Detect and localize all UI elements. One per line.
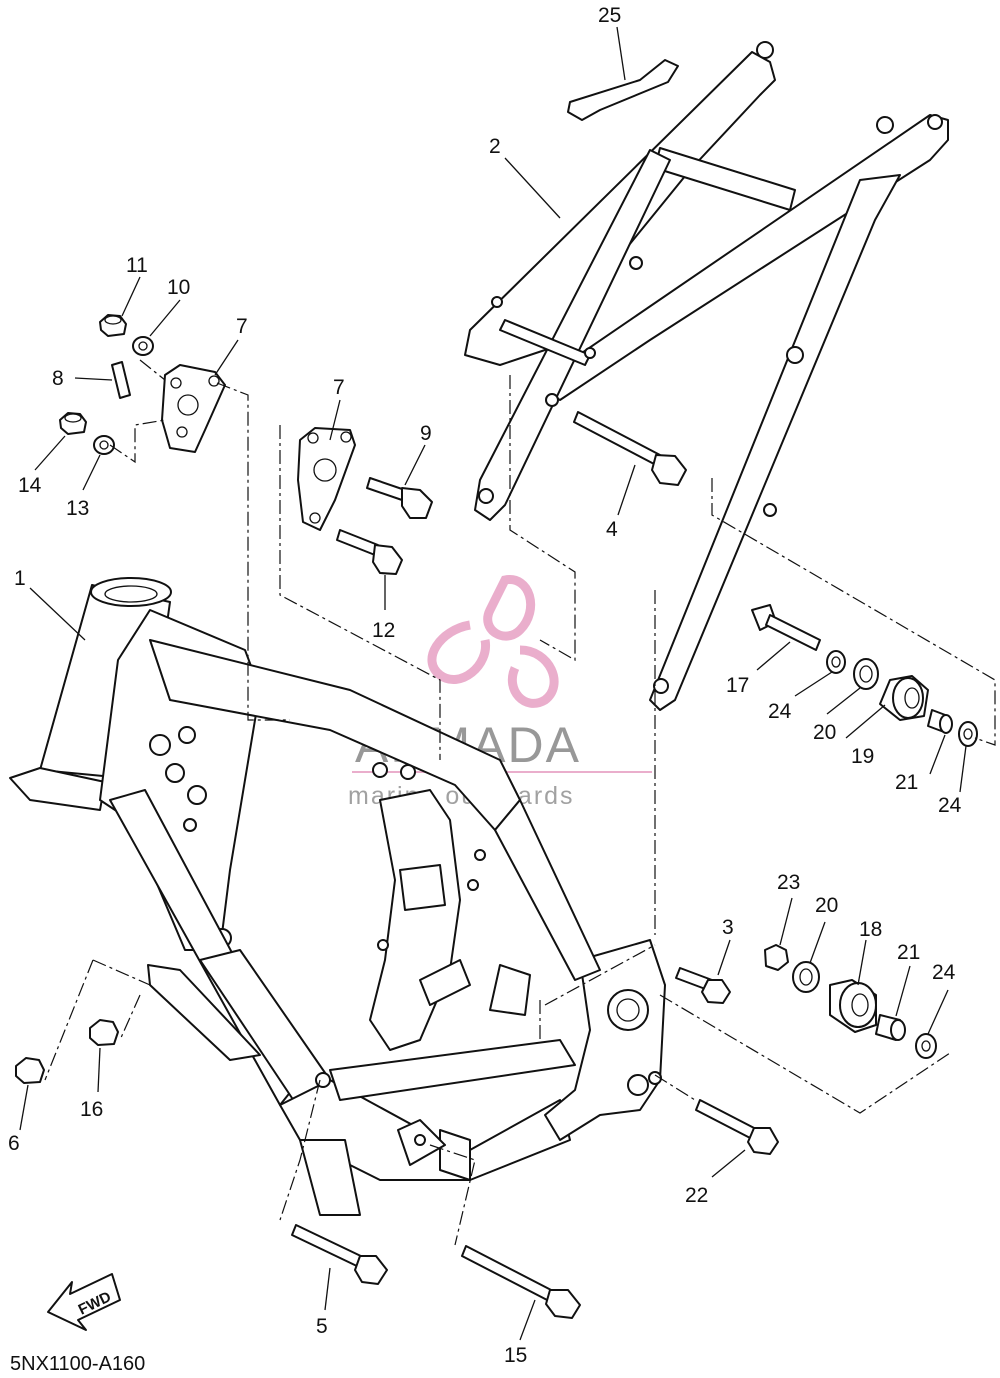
callout-16: 16 bbox=[80, 1098, 103, 1121]
callout-7-center: 7 bbox=[333, 376, 345, 399]
callout-21-lower: 21 bbox=[897, 941, 920, 964]
callout-10: 10 bbox=[167, 276, 190, 299]
callout-1: 1 bbox=[14, 567, 26, 590]
watermark-logo-icon bbox=[427, 575, 559, 708]
part-24-washer-lower bbox=[915, 1033, 937, 1059]
diagram-code: 5NX1100-A160 bbox=[10, 1353, 145, 1375]
callout-18: 18 bbox=[859, 918, 882, 941]
centerlines bbox=[44, 359, 996, 1246]
callout-8: 8 bbox=[52, 367, 64, 390]
callout-24-lower: 24 bbox=[932, 961, 956, 984]
callout-17: 17 bbox=[726, 674, 749, 697]
part-19-collar bbox=[879, 675, 929, 721]
callout-5: 5 bbox=[316, 1315, 328, 1338]
callout-11: 11 bbox=[126, 254, 148, 277]
part-9-bolt bbox=[366, 477, 433, 519]
part-24-washer-upper bbox=[826, 650, 846, 674]
part-20-bushing-upper bbox=[853, 658, 879, 690]
callout-15: 15 bbox=[504, 1344, 527, 1367]
part-15-bolt bbox=[461, 1245, 581, 1319]
callout-25: 25 bbox=[598, 4, 621, 27]
part-4-bolt bbox=[573, 411, 687, 486]
part-3-bolt bbox=[675, 967, 731, 1004]
part-7-left-bracket bbox=[161, 364, 226, 453]
part-12-bolt bbox=[336, 529, 403, 575]
callout-4: 4 bbox=[606, 518, 618, 541]
part-7-center-bracket bbox=[297, 427, 356, 531]
callout-19: 19 bbox=[851, 745, 874, 768]
callout-labels: 1 2 3 4 5 6 7 7 8 9 10 11 12 13 14 15 16… bbox=[8, 4, 962, 1367]
callout-24-upper: 24 bbox=[768, 700, 792, 723]
callout-14: 14 bbox=[18, 474, 42, 497]
part-17-bolt bbox=[751, 604, 821, 651]
callout-24-right: 24 bbox=[938, 794, 962, 817]
callout-20-lower: 20 bbox=[815, 894, 838, 917]
part-6-nut bbox=[15, 1057, 45, 1084]
callout-20-upper: 20 bbox=[813, 721, 836, 744]
callout-22: 22 bbox=[685, 1184, 708, 1207]
part-13-washer bbox=[93, 435, 115, 455]
part-14-nut bbox=[59, 412, 87, 435]
callout-2: 2 bbox=[489, 135, 501, 158]
part-18-collar bbox=[829, 979, 877, 1033]
part-21-spacer-lower bbox=[875, 1014, 906, 1041]
leader-lines bbox=[19, 26, 967, 1341]
part-10-washer bbox=[132, 336, 154, 356]
callout-23: 23 bbox=[777, 871, 800, 894]
callout-3: 3 bbox=[722, 916, 734, 939]
fwd-arrow-icon: FWD bbox=[47, 1273, 121, 1331]
part-8-plate bbox=[111, 361, 131, 399]
part-20-bushing-lower bbox=[792, 961, 820, 993]
part-22-bolt bbox=[695, 1099, 779, 1155]
part-16-nut bbox=[89, 1019, 119, 1046]
part-25-strap bbox=[567, 59, 679, 121]
main-frame bbox=[9, 577, 666, 1216]
callout-9: 9 bbox=[420, 422, 432, 445]
callout-21-upper: 21 bbox=[895, 771, 918, 794]
callout-7-left: 7 bbox=[236, 315, 248, 338]
part-11-nut bbox=[99, 314, 127, 337]
part-21-spacer-upper bbox=[927, 709, 953, 734]
part-23-nut bbox=[764, 944, 789, 971]
callout-6: 6 bbox=[8, 1132, 20, 1155]
rear-subframe bbox=[464, 41, 949, 711]
callout-12: 12 bbox=[372, 619, 395, 642]
part-24-washer-right bbox=[958, 721, 978, 747]
callout-13: 13 bbox=[66, 497, 89, 520]
part-5-bolt bbox=[291, 1224, 388, 1285]
